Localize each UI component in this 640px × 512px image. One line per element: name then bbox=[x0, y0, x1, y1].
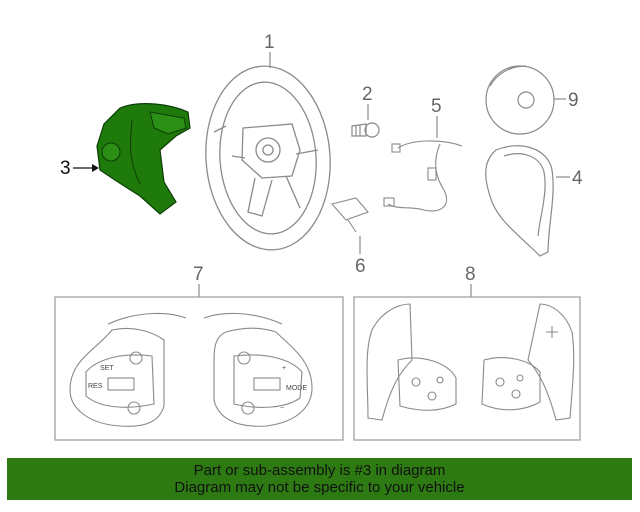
svg-text:2: 2 bbox=[362, 84, 373, 105]
right-paddle-shifter[interactable] bbox=[481, 303, 575, 421]
svg-text:9: 9 bbox=[568, 90, 579, 111]
info-banner: Part or sub-assembly is #3 in diagram Di… bbox=[7, 458, 632, 500]
svg-text:6: 6 bbox=[355, 256, 366, 277]
left-paddle-shifter[interactable] bbox=[366, 303, 457, 421]
left-set-label: SET bbox=[100, 365, 114, 372]
part-5-wiring-harness[interactable] bbox=[383, 140, 463, 212]
svg-text:3: 3 bbox=[60, 158, 71, 179]
callout-7: 7 bbox=[193, 264, 204, 297]
box-7-switch-panels bbox=[54, 296, 344, 441]
part-2-bolt[interactable] bbox=[351, 122, 380, 138]
callout-9: 9 bbox=[554, 90, 579, 111]
svg-text:5: 5 bbox=[431, 96, 442, 117]
callout-2: 2 bbox=[362, 84, 373, 120]
callout-8: 8 bbox=[465, 264, 476, 297]
right-minus-label: − bbox=[280, 405, 284, 412]
callout-4: 4 bbox=[556, 168, 583, 189]
part-9-airbag-module[interactable] bbox=[485, 65, 555, 135]
callout-6: 6 bbox=[355, 236, 366, 277]
svg-text:1: 1 bbox=[264, 32, 275, 53]
callout-5: 5 bbox=[431, 96, 442, 138]
right-plus-label: + bbox=[282, 365, 286, 372]
right-switch-panel[interactable] bbox=[203, 312, 313, 427]
part-6-connector[interactable] bbox=[330, 197, 369, 233]
svg-text:8: 8 bbox=[465, 264, 476, 285]
callout-1: 1 bbox=[264, 32, 275, 68]
svg-text:7: 7 bbox=[193, 264, 204, 285]
banner-line-1: Part or sub-assembly is #3 in diagram bbox=[193, 462, 446, 479]
part-4-spoke-cover[interactable] bbox=[485, 145, 554, 257]
box-8-paddle-shifters bbox=[353, 296, 581, 441]
left-res-label: RES bbox=[88, 383, 103, 390]
part-3-lower-cover[interactable] bbox=[96, 103, 191, 215]
callout-3: 3 bbox=[60, 158, 99, 179]
left-switch-panel[interactable] bbox=[69, 312, 187, 427]
banner-line-2: Diagram may not be specific to your vehi… bbox=[174, 479, 465, 496]
svg-text:4: 4 bbox=[572, 168, 583, 189]
right-mode-label: MODE bbox=[286, 385, 307, 392]
part-1-steering-wheel[interactable] bbox=[200, 62, 337, 254]
